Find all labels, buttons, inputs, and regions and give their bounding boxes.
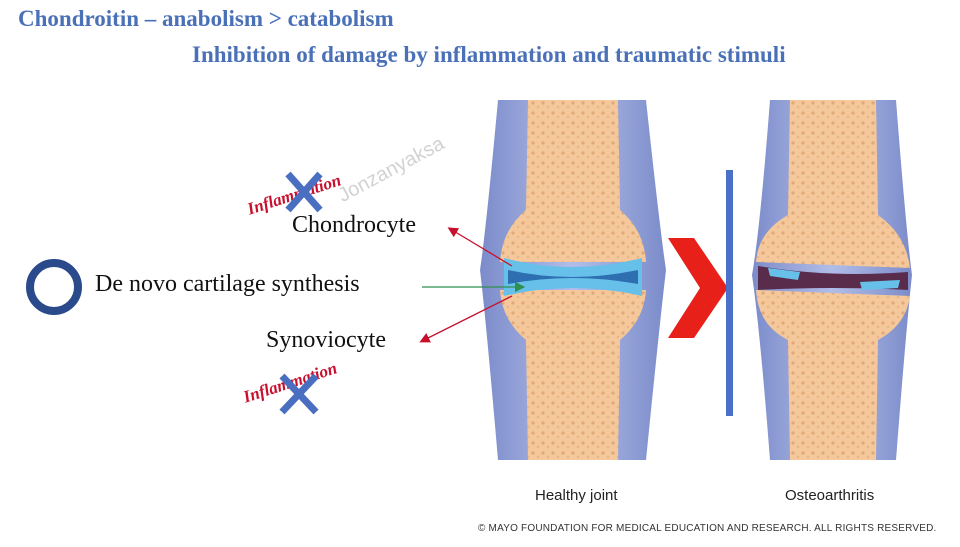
divider-bar [726,170,733,416]
osteoarthritis-joint [752,100,912,460]
arrow-to-chondrocyte [447,227,513,267]
circle-icon [26,259,82,315]
healthy-joint [480,100,666,460]
arrow-to-synoviocyte [419,295,513,343]
title-line-2: Inhibition of damage by inflammation and… [192,42,786,67]
cross-icon [285,171,323,213]
healthy-joint-caption: Healthy joint [535,487,618,504]
chevron-icon [668,238,728,338]
synoviocyte-label: Synoviocyte [266,327,386,353]
chondrocyte-label: Chondrocyte [292,212,416,238]
copyright-notice: © MAYO FOUNDATION FOR MEDICAL EDUCATION … [478,523,937,534]
cross-icon [279,373,319,415]
de-novo-cartilage-label: De novo cartilage synthesis [95,271,360,297]
osteoarthritis-caption: Osteoarthritis [785,487,875,504]
title-line-1: Chondroitin – anabolism > catabolism [18,6,394,31]
